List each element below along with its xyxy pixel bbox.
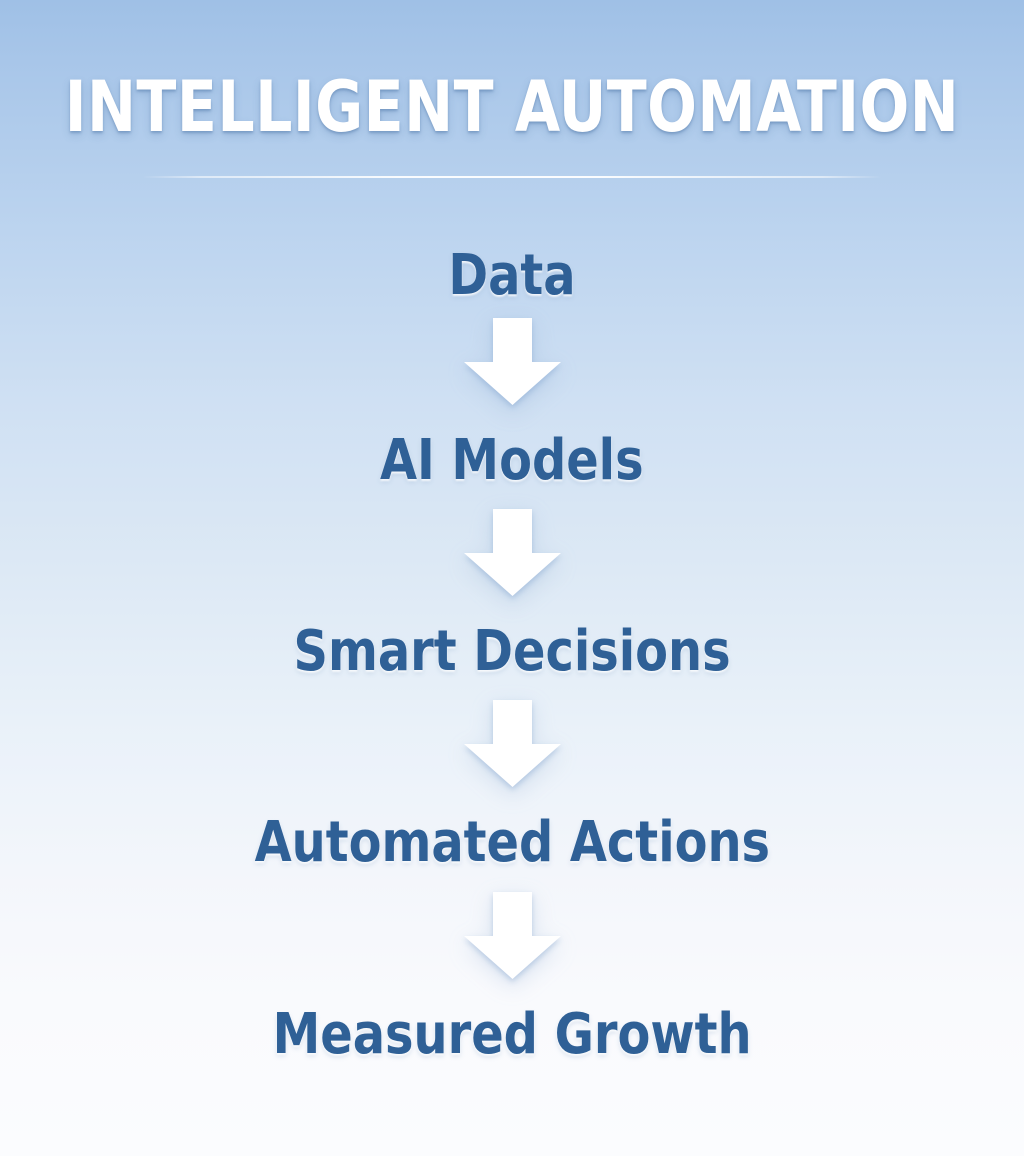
flow-step-label: AI Models xyxy=(380,428,644,493)
flow-step-label: Measured Growth xyxy=(272,1002,752,1067)
flow-step-automated-actions: Automated Actions xyxy=(0,815,1024,871)
title-divider xyxy=(142,176,882,178)
flow-step-label: Smart Decisions xyxy=(293,619,731,684)
process-flow-diagram: Data AI Models Smart Decisions xyxy=(0,248,1024,1063)
page-title: INTELLIGENT AUTOMATION xyxy=(64,66,960,148)
poster-header: INTELLIGENT AUTOMATION xyxy=(0,0,1024,142)
flow-connector-4 xyxy=(0,892,1024,979)
down-arrow-icon xyxy=(463,509,561,596)
flow-connector-3 xyxy=(0,700,1024,787)
flow-step-label: Data xyxy=(448,243,576,308)
flow-step-smart-decisions: Smart Decisions xyxy=(0,624,1024,680)
down-arrow-icon xyxy=(463,892,561,979)
flow-step-label: Automated Actions xyxy=(254,810,770,875)
down-arrow-icon xyxy=(463,318,561,405)
flow-connector-2 xyxy=(0,509,1024,596)
flow-step-ai-models: AI Models xyxy=(0,433,1024,489)
down-arrow-icon xyxy=(463,700,561,787)
flow-step-measured-growth: Measured Growth xyxy=(0,1007,1024,1063)
flow-connector-1 xyxy=(0,318,1024,405)
flow-step-data: Data xyxy=(0,248,1024,304)
